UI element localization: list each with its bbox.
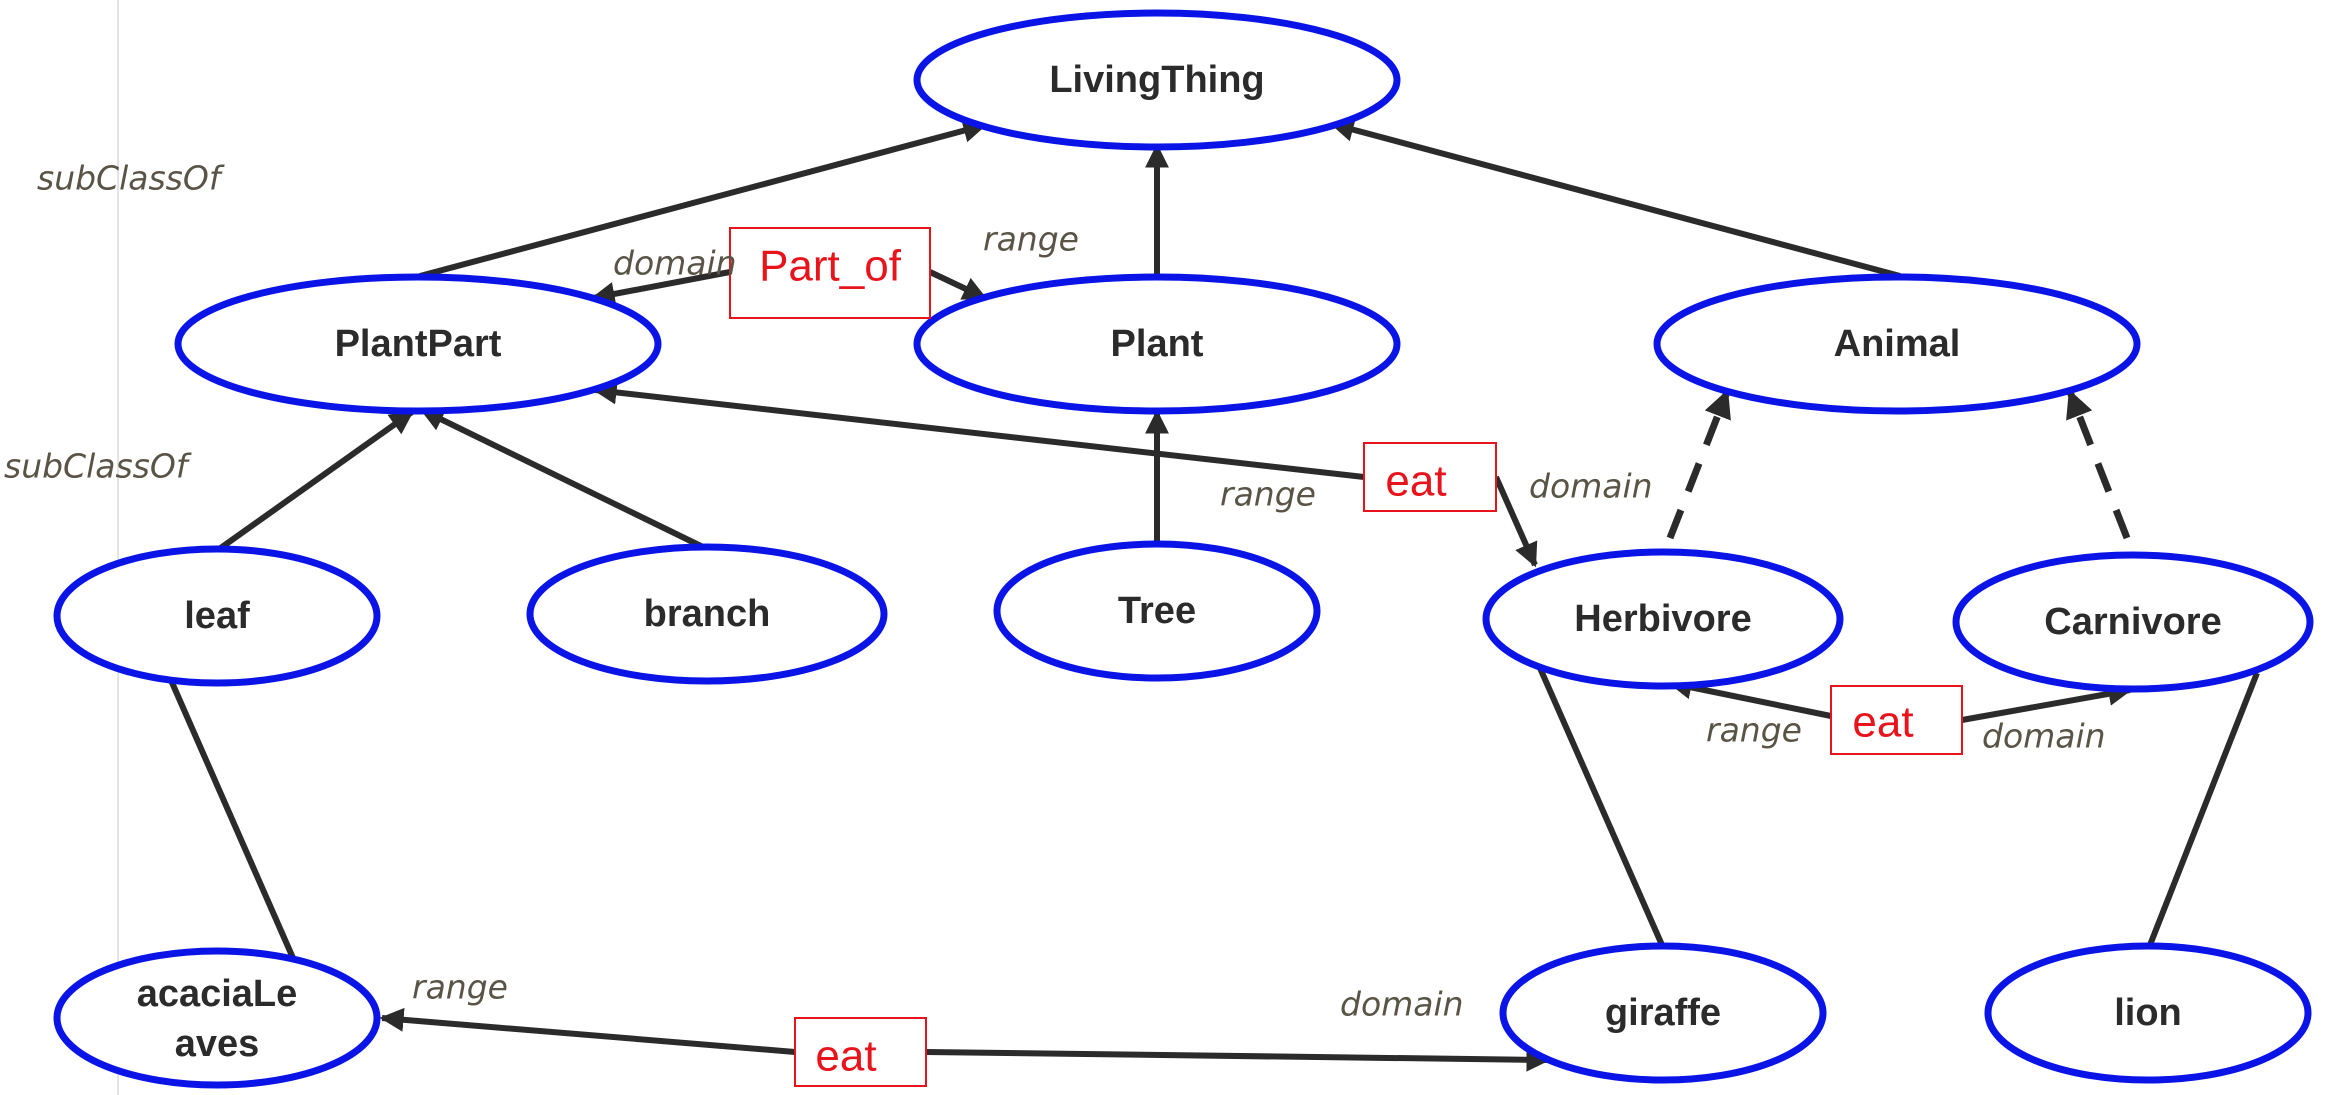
subclassof-label-top: subClassOf <box>37 159 225 198</box>
edge-animal-livingthing <box>1329 117 1901 279</box>
node-acacialeaves[interactable]: acaciaLe aves <box>53 947 381 1089</box>
eat-mid-domain-label: domain <box>1982 717 2106 756</box>
node-leaf[interactable]: leaf <box>53 545 381 687</box>
subclassof-label-mid: subClassOf <box>4 447 192 486</box>
edge-carnivore-animal <box>2066 389 2131 540</box>
edge-herbivore-animal <box>1666 389 1731 540</box>
eat-bottom-domain-label: domain <box>1340 985 1464 1024</box>
node-plant-label: Plant <box>1111 323 1204 365</box>
edge-acacia-leaf <box>167 676 296 960</box>
edge-eat-mid-range <box>1667 675 1832 719</box>
property-part-of[interactable]: Part_of <box>729 227 931 319</box>
eat-bottom-range-label: range <box>412 968 508 1007</box>
node-livingthing[interactable]: LivingThing <box>913 9 1401 151</box>
property-eat-top[interactable]: eat <box>1363 442 1497 512</box>
edge-lion-carnivore <box>2147 671 2260 947</box>
node-carnivore[interactable]: Carnivore <box>1952 551 2314 693</box>
node-carnivore-label: Carnivore <box>2044 601 2221 643</box>
node-lion-label: lion <box>2114 992 2182 1034</box>
edges <box>167 117 2260 1072</box>
edge-plantpart-livingthing <box>419 118 988 279</box>
node-animal[interactable]: Animal <box>1653 273 2141 415</box>
node-plant[interactable]: Plant <box>913 273 1401 415</box>
edge-partof-domain <box>590 269 731 306</box>
property-eat-mid-label: eat <box>1852 698 1913 747</box>
node-tree[interactable]: Tree <box>993 540 1321 682</box>
node-giraffe-label: giraffe <box>1605 992 1721 1034</box>
property-eat-mid[interactable]: eat <box>1830 685 1963 755</box>
node-acacialeaves-label-line1: acaciaLe <box>137 973 298 1015</box>
edge-eat-bottom-range <box>379 1007 796 1055</box>
eat-top-range-label: range <box>1220 475 1316 514</box>
node-tree-label: Tree <box>1118 590 1196 632</box>
property-part-of-label: Part_of <box>759 242 902 291</box>
edge-partof-range <box>928 269 988 301</box>
edge-eat-top-domain <box>1493 475 1538 568</box>
node-plantpart[interactable]: PlantPart <box>174 273 662 415</box>
partof-range-label: range <box>983 220 1079 259</box>
partof-domain-label: domain <box>613 244 737 283</box>
node-acacialeaves-label-line2: aves <box>175 1023 260 1065</box>
edge-eat-mid-domain <box>1961 681 2133 723</box>
edge-leaf-plantpart <box>213 409 414 555</box>
node-lion[interactable]: lion <box>1984 942 2312 1084</box>
node-animal-label: Animal <box>1834 323 1961 365</box>
node-herbivore-label: Herbivore <box>1574 598 1751 640</box>
property-eat-top-label: eat <box>1385 457 1446 506</box>
node-livingthing-label: LivingThing <box>1049 59 1264 101</box>
node-herbivore[interactable]: Herbivore <box>1482 548 1844 690</box>
property-eat-bottom[interactable]: eat <box>794 1017 927 1087</box>
eat-mid-range-label: range <box>1706 711 1802 750</box>
node-branch-label: branch <box>644 593 771 635</box>
edge-giraffe-herbivore <box>1537 666 1665 947</box>
node-giraffe[interactable]: giraffe <box>1499 942 1827 1084</box>
property-eat-bottom-label: eat <box>815 1032 876 1081</box>
node-leaf-label: leaf <box>184 595 250 637</box>
edge-branch-plantpart <box>419 407 709 552</box>
edge-eat-bottom-domain <box>925 1047 1551 1072</box>
node-plantpart-label: PlantPart <box>335 323 502 365</box>
eat-top-domain-label: domain <box>1529 467 1653 506</box>
node-branch[interactable]: branch <box>526 543 888 685</box>
edge-eat-top-range <box>592 380 1365 480</box>
